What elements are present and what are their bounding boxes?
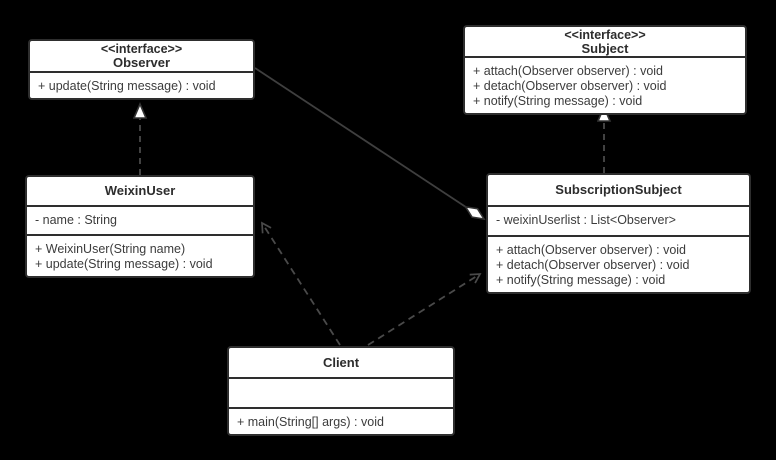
class-weixinuser-title: WeixinUser [27, 177, 253, 205]
attribute-row: - weixinUserlist : List<Observer> [496, 213, 676, 227]
class-name: Observer [112, 55, 171, 70]
class-observer-methods: + update(String message) : void [30, 71, 253, 98]
class-subject-methods: + attach(Observer observer) : void + det… [465, 56, 745, 113]
method-row: + notify(String message) : void [496, 273, 666, 287]
class-name: SubscriptionSubject [555, 182, 682, 197]
attribute-row: - name : String [35, 213, 117, 227]
stereotype-label: <<interface>> [100, 42, 183, 56]
method-row: + detach(Observer observer) : void [473, 79, 667, 93]
class-client-methods: + main(String[] args) : void [229, 407, 453, 434]
class-subscriptionsubject[interactable]: SubscriptionSubject - weixinUserlist : L… [486, 173, 751, 294]
class-client[interactable]: Client + main(String[] args) : void [227, 346, 455, 436]
class-name: WeixinUser [104, 183, 176, 198]
stereotype-label: <<interface>> [564, 27, 646, 42]
class-weixinuser-methods: + WeixinUser(String name) + update(Strin… [27, 234, 253, 276]
class-subject-title: <<interface>> Subject [465, 27, 745, 56]
class-weixinuser-attributes: - name : String [27, 205, 253, 234]
method-row: + attach(Observer observer) : void [473, 64, 664, 78]
class-subscriptionsubject-title: SubscriptionSubject [488, 175, 749, 205]
class-name: Client [322, 354, 360, 370]
method-row: + notify(String message) : void [473, 94, 643, 108]
class-subject[interactable]: <<interface>> Subject + attach(Observer … [463, 25, 747, 115]
class-client-attributes [229, 377, 453, 407]
class-name: Subject [581, 40, 629, 56]
method-row: + update(String message) : void [35, 257, 213, 271]
class-weixinuser[interactable]: WeixinUser - name : String + WeixinUser(… [25, 175, 255, 278]
class-subscriptionsubject-methods: + attach(Observer observer) : void + det… [488, 235, 749, 292]
method-row: + WeixinUser(String name) [35, 242, 186, 256]
aggregation-edge-observer-to-subscriptionsubject[interactable] [254, 67, 486, 221]
method-row: + main(String[] args) : void [237, 415, 384, 429]
method-row: + update(String message) : void [38, 79, 216, 93]
dependency-edge-client-to-weixinuser[interactable] [261, 221, 341, 346]
dependency-edge-client-to-subscriptionsubject[interactable] [367, 273, 482, 346]
class-client-title: Client [229, 348, 453, 377]
method-row: + detach(Observer observer) : void [496, 258, 690, 272]
method-row: + attach(Observer observer) : void [496, 243, 687, 257]
class-subscriptionsubject-attributes: - weixinUserlist : List<Observer> [488, 205, 749, 235]
class-observer[interactable]: <<interface>> Observer + update(String m… [28, 39, 255, 100]
class-observer-title: <<interface>> Observer [30, 41, 253, 71]
